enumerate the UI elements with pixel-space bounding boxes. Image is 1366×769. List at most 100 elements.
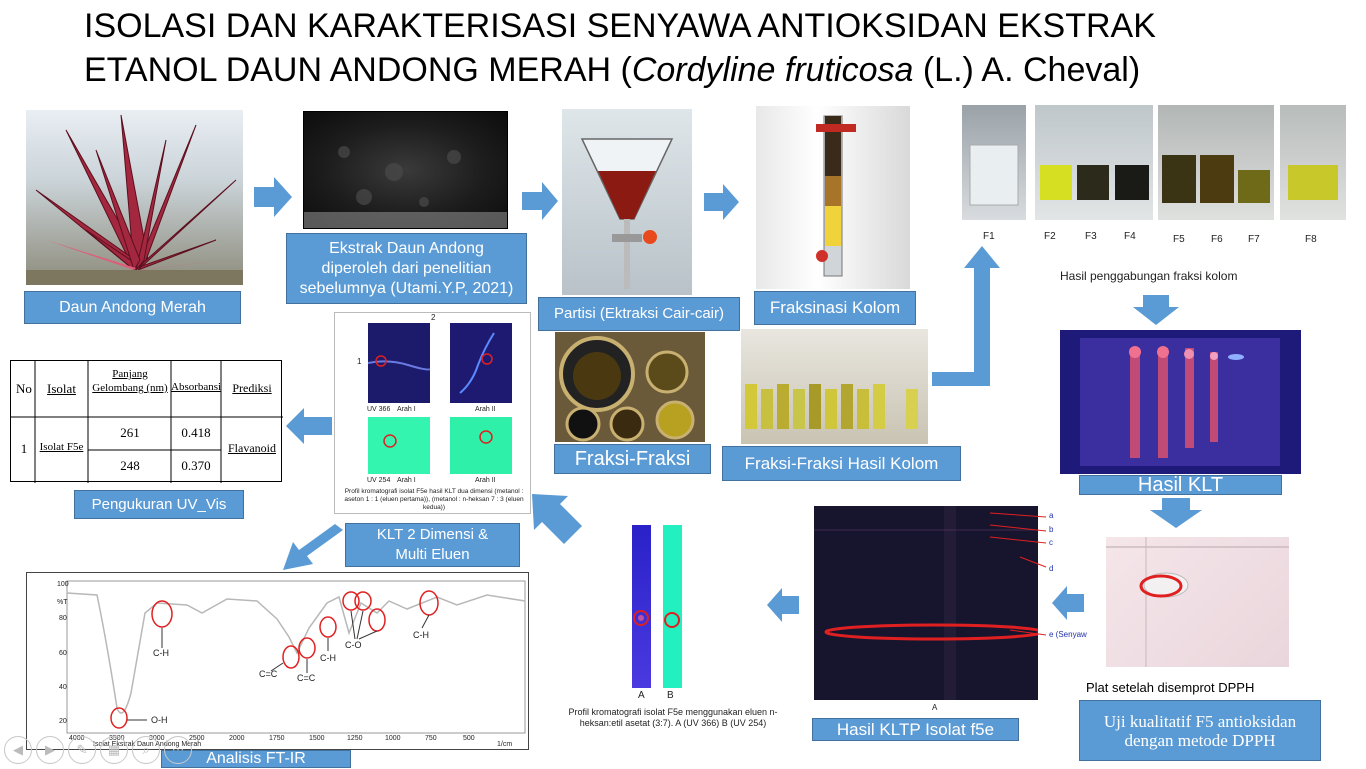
magnifier-icon: ⌕ [142, 742, 150, 757]
photo-fraksi-fraksi [555, 332, 705, 442]
photo-fraksinasi [756, 106, 910, 289]
kltp-spot-b: b [1049, 525, 1054, 534]
arrow-fractions-to-klt [1133, 295, 1179, 325]
fraction-label-f6: F6 [1211, 234, 1223, 245]
uv-cell-abs-2: 0.370 [181, 458, 211, 473]
klt2d-uv366-arah2 [450, 323, 512, 403]
photo-partisi [562, 109, 692, 295]
ftir-group-cc-1: C=C [259, 669, 278, 679]
klt-strip-a [632, 525, 651, 688]
separatory-funnel [580, 138, 674, 289]
label-fraksi-fraksi: Fraksi-Fraksi [554, 444, 711, 474]
fraction-label-f2: F2 [1044, 231, 1056, 242]
ftir-x-tick-2000: 2000 [229, 735, 245, 742]
ftir-group-oh: O-H [151, 715, 168, 725]
kltp-spot-a: a [1049, 511, 1054, 520]
arrow-klt2d-to-ftir [283, 524, 343, 570]
klt-strip-label-a: A [638, 690, 645, 701]
ftir-x-unit: 1/cm [497, 741, 513, 748]
ftir-x-tick-500: 500 [463, 735, 475, 742]
photo-ekstrak [303, 111, 508, 229]
ftir-y-tick-80: 80 [59, 615, 67, 622]
arrow-dpph-to-kltp [1052, 586, 1084, 620]
uv-header-abs: Absorbansi [171, 381, 222, 393]
fraction-label-f7: F7 [1248, 234, 1260, 245]
ftir-y-tick-100: 100 [57, 581, 69, 588]
klt2d-arah2-top: Arah II [475, 406, 496, 413]
pen-icon: ✎ [76, 742, 88, 757]
chevron-right-icon: ▶ [45, 742, 55, 757]
ftir-x-tick-1250: 1250 [347, 735, 363, 742]
klt2d-uv254-arah2 [450, 417, 512, 474]
more-options-button[interactable]: ⋯ [164, 736, 192, 764]
label-uji-dpph: Uji kualitatif F5 antioksidan dengan met… [1079, 700, 1321, 761]
fraction-label-f4: F4 [1124, 231, 1136, 242]
photo-fraksi-f5-f7 [1158, 105, 1274, 220]
ftir-y-unit: %T [57, 599, 68, 606]
klt2d-arah1-top: Arah I [397, 406, 416, 413]
zoom-button[interactable]: ⌕ [132, 736, 160, 764]
fraction-label-f8: F8 [1305, 234, 1317, 245]
ftir-group-cc-2: C=C [297, 673, 316, 683]
klt2d-dim-side: 1 [357, 357, 362, 366]
fraction-label-f1: F1 [983, 231, 995, 242]
klt2d-dim-top: 2 [431, 313, 436, 322]
photo-fraksi-f2-f4 [1035, 105, 1153, 220]
ftir-group-ch-3: C-H [413, 630, 429, 640]
arrow-daun-to-ekstrak [254, 177, 292, 217]
uv-cell-lambda-2: 248 [120, 458, 140, 473]
uv-header-lambda: Panjang Gelombang (nm) [92, 368, 168, 394]
ftir-group-co: C-O [345, 640, 362, 650]
slides-grid-button[interactable]: ▦ [100, 736, 128, 764]
ftir-x-tick-1750: 1750 [269, 735, 285, 742]
ellipsis-icon: ⋯ [171, 742, 185, 757]
klt2d-panel: 2 1 UV 366 Arah I Arah II UV 254 Arah I … [334, 312, 531, 514]
page-title: ISOLASI DAN KARAKTERISASI SENYAWA ANTIOK… [84, 4, 1284, 92]
photo-fraksi-f8 [1280, 105, 1346, 220]
photo-hasil-klt [1060, 330, 1301, 474]
tlc-plate-uv [1080, 338, 1280, 466]
ftir-spectrum: %T 100 80 60 40 20 4000 3500 3000 2500 2… [26, 572, 529, 750]
chevron-left-icon: ◀ [13, 742, 23, 757]
label-kltp: Hasil KLTP Isolat f5e [812, 718, 1019, 741]
arrow-profile-to-klt2d [532, 494, 582, 544]
uv-header-prediksi: Prediksi [232, 381, 272, 395]
klt2d-uv366-arah1 [368, 323, 430, 403]
uv-cell-abs-1: 0.418 [181, 425, 211, 440]
ftir-x-tick-1500: 1500 [309, 735, 325, 742]
previous-slide-button[interactable]: ◀ [4, 736, 32, 764]
kltp-spot-c: c [1049, 538, 1053, 547]
arrow-ekstrak-to-partisi [522, 182, 558, 220]
ftir-x-tick-3000: 3000 [149, 735, 165, 742]
grid-icon: ▦ [107, 742, 121, 757]
uv-cell-isolat: Isolat F5e [39, 441, 84, 453]
kltp-spot-e: e (Senyaw [1049, 630, 1087, 639]
klt-strip-label-b: B [667, 690, 674, 701]
label-hasil-klt: Hasil KLT [1079, 475, 1282, 495]
label-fraksinasi: Fraksinasi Kolom [754, 291, 916, 325]
kltp-spot-d: d [1049, 564, 1054, 573]
uv-header-isolat: Isolat [47, 381, 76, 396]
photo-daun-andong-merah [26, 110, 243, 285]
ftir-y-tick-60: 60 [59, 650, 67, 657]
plant-illustration [26, 114, 243, 285]
label-daun-andong-merah: Daun Andong Merah [24, 291, 241, 324]
klt-strip-b [663, 525, 682, 688]
pen-tool-button[interactable]: ✎ [68, 736, 96, 764]
ftir-group-ch-2: C-H [320, 653, 336, 663]
label-klt2d: KLT 2 Dimensi & Multi Eluen [345, 523, 520, 567]
label-uv-vis: Pengukuran UV_Vis [74, 490, 244, 519]
next-slide-button[interactable]: ▶ [36, 736, 64, 764]
uv-header-no: No [16, 381, 32, 396]
arrow-kltp-to-profile [767, 588, 799, 622]
kltp-axis-label: A [932, 703, 938, 712]
uv-cell-prediksi: Flavanoid [228, 441, 276, 455]
ftir-y-tick-40: 40 [59, 684, 67, 691]
arrow-klt-to-dpph [1150, 498, 1202, 528]
klt-profile-caption: Profil kromatografi isolat F5e menggunak… [568, 707, 778, 728]
photo-fraksi-kolom [741, 329, 928, 444]
kltp-spot-pointers [989, 512, 1047, 636]
title-line-1: ISOLASI DAN KARAKTERISASI SENYAWA ANTIOK… [84, 7, 1156, 45]
ftir-group-ch-1: C-H [153, 648, 169, 658]
klt2d-arah2-bottom: Arah II [475, 477, 496, 484]
